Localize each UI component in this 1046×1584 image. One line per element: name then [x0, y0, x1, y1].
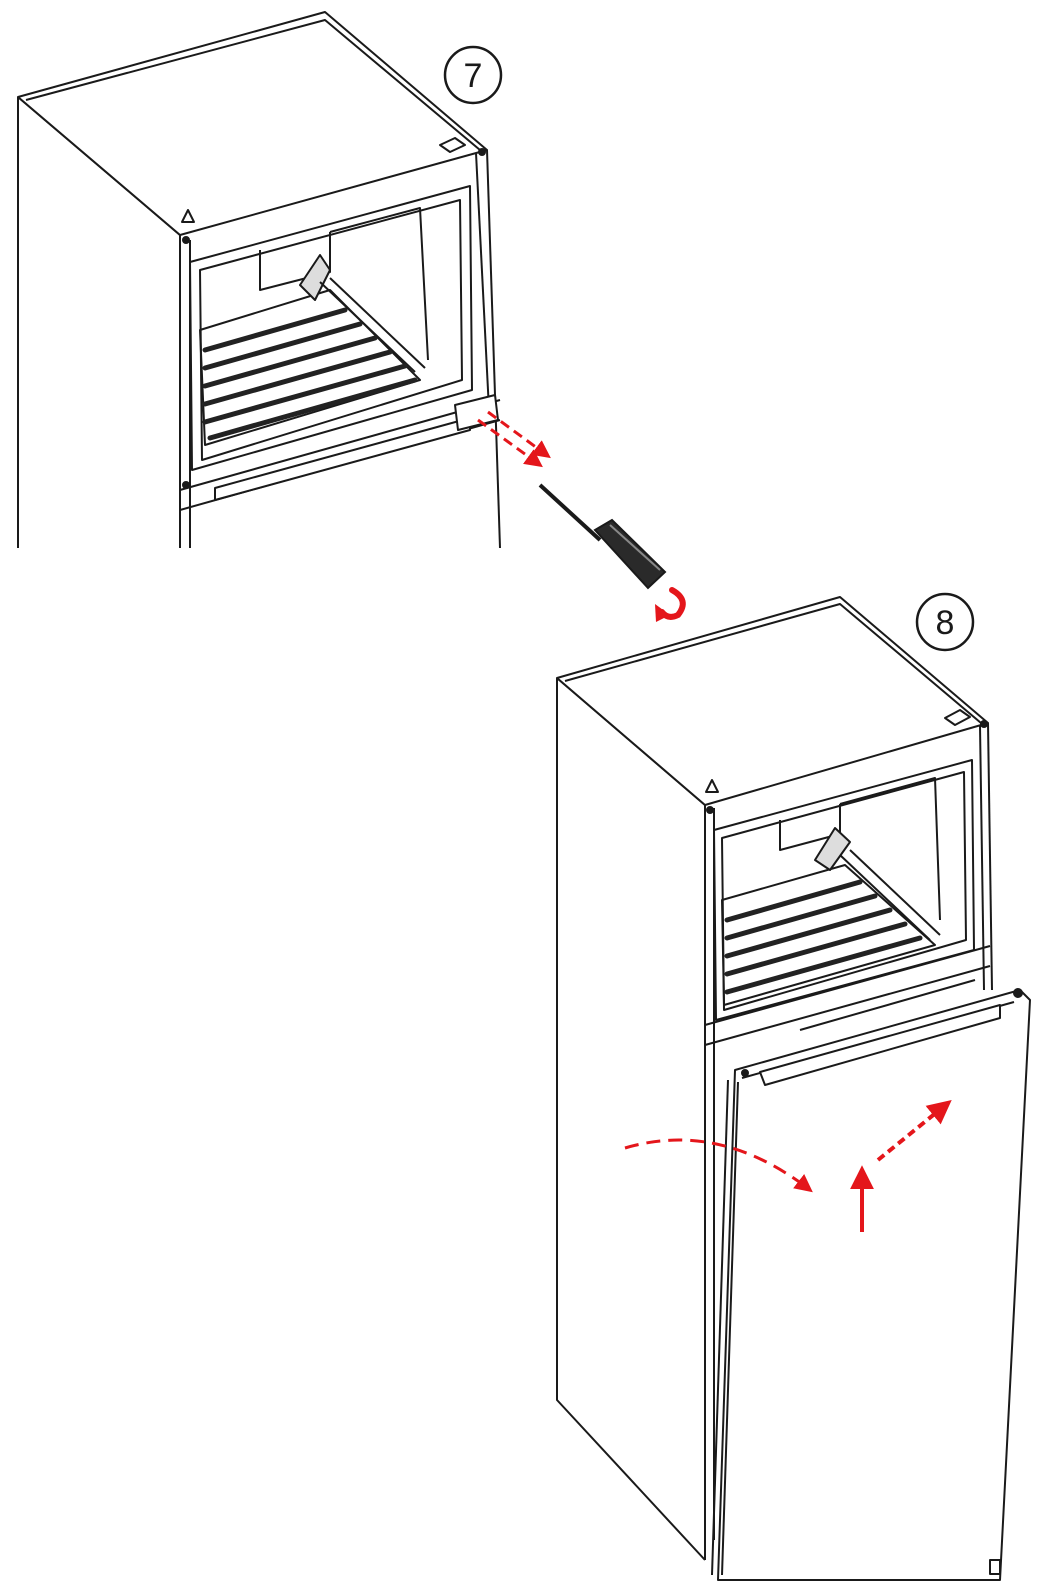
step-7-number: 7 — [464, 57, 483, 95]
step-7-badge: 7 — [443, 45, 503, 105]
door-swing-arrow-icon — [624, 1138, 813, 1193]
step-8-shelf-bars — [724, 879, 923, 995]
screw-removal-arrows — [477, 410, 551, 468]
step-7-shelf-bars — [202, 307, 418, 441]
screwdriver-icon — [538, 483, 667, 590]
rotate-arrow-icon — [655, 587, 686, 622]
lift-arrow-icon — [850, 1099, 952, 1232]
step-8-number: 8 — [936, 604, 955, 642]
step-7-illustration — [17, 11, 501, 549]
step-8-badge: 8 — [915, 592, 975, 652]
step-8-illustration — [556, 596, 1031, 1581]
